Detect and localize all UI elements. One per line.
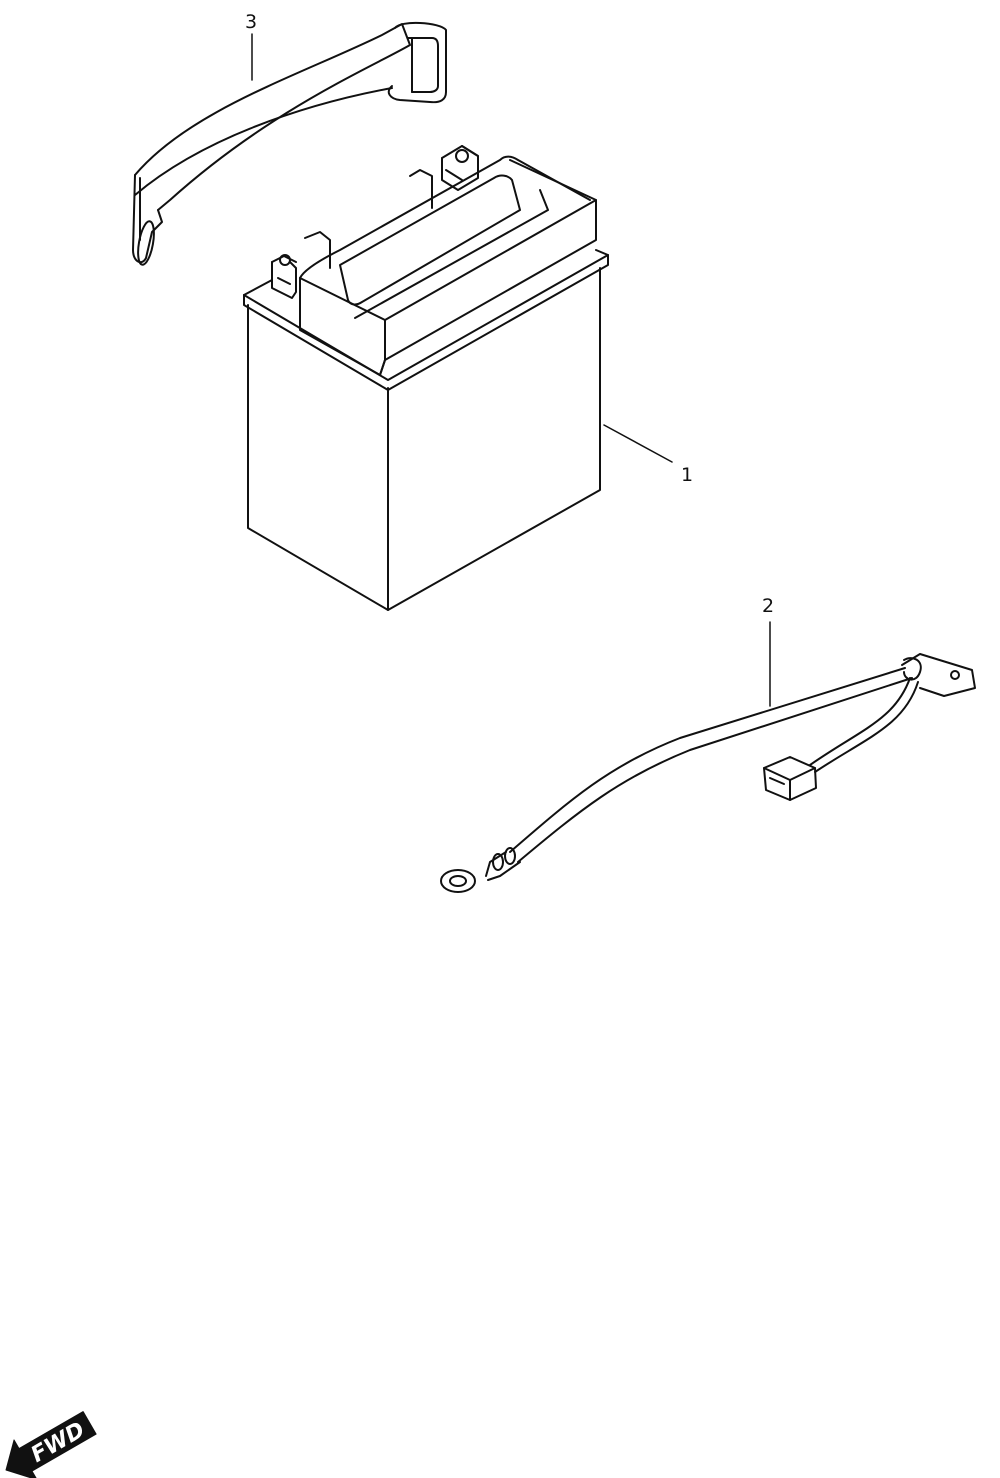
fwd-label: FWD [27,1418,89,1468]
fwd-arrow: FWD [5,1411,97,1478]
battery-strap-part[interactable] [132,22,447,266]
battery-cable-part[interactable] [440,621,976,893]
callout-2: 2 [762,595,774,617]
callout-1: 1 [681,464,693,486]
battery-part[interactable] [243,145,673,611]
callout-3: 3 [245,11,257,33]
fwd-arrow-icon [5,1411,97,1478]
